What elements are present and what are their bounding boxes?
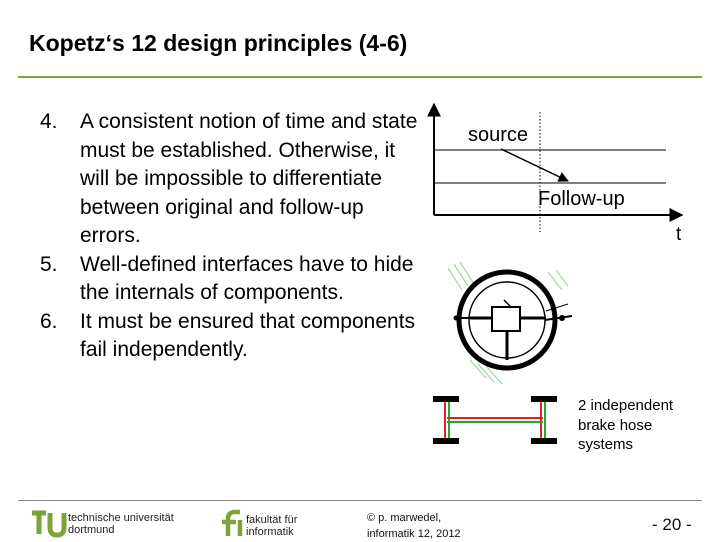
list-item: 6. It must be ensured that components fa…: [40, 308, 420, 365]
brake-label: 2 independent brake hose systems: [578, 396, 708, 455]
item-text: A consistent notion of time and state mu…: [80, 110, 418, 247]
slide-title: Kopetz‘s 12 design principles (4-6): [29, 30, 408, 56]
propagation-arrow: [500, 148, 569, 182]
copyright-line: © p. marwedel,: [367, 512, 442, 524]
item-text: It must be ensured that components fail …: [80, 309, 416, 362]
steering-wheel-icon: [447, 261, 573, 385]
copyright-line: informatik 12, 2012: [367, 528, 461, 540]
item-number: 6.: [40, 309, 58, 333]
list-item: 5. Well-defined interfaces have to hide …: [40, 251, 420, 308]
faculty-wordmark: fakultät für informatik: [246, 514, 297, 538]
fi-line: fakultät für: [246, 514, 298, 526]
copyright-notice: © p. marwedel, informatik 12, 2012: [367, 510, 461, 542]
brake-label-line: systems: [578, 436, 634, 453]
brake-label-line: brake hose: [578, 416, 653, 434]
followup-label: Follow-up: [538, 188, 625, 210]
source-label: source: [468, 124, 529, 146]
tu-line: dortmund: [68, 524, 115, 536]
list-item: 4. A consistent notion of time and state…: [40, 108, 420, 251]
page-number: - 20 -: [652, 515, 692, 534]
tu-dortmund-wordmark: technische universität dortmund: [68, 512, 174, 536]
item-number: 4.: [40, 110, 58, 133]
item-text: Well-defined interfaces have to hide the…: [80, 252, 414, 305]
timing-diagram: [427, 102, 684, 232]
brake-hose-icon: [433, 396, 557, 444]
item-number: 5.: [40, 252, 58, 276]
time-axis-label: t: [676, 224, 682, 245]
title-underline: [18, 76, 702, 78]
tu-dortmund-logo: [32, 510, 67, 538]
principles-list: 4. A consistent notion of time and state…: [40, 108, 420, 365]
brake-label-line: 2 independent: [578, 397, 674, 414]
fi-line: informatik: [246, 526, 294, 538]
tu-line: technische universität: [68, 512, 174, 524]
footer-divider: [18, 500, 702, 501]
fi-logo: [222, 509, 243, 536]
